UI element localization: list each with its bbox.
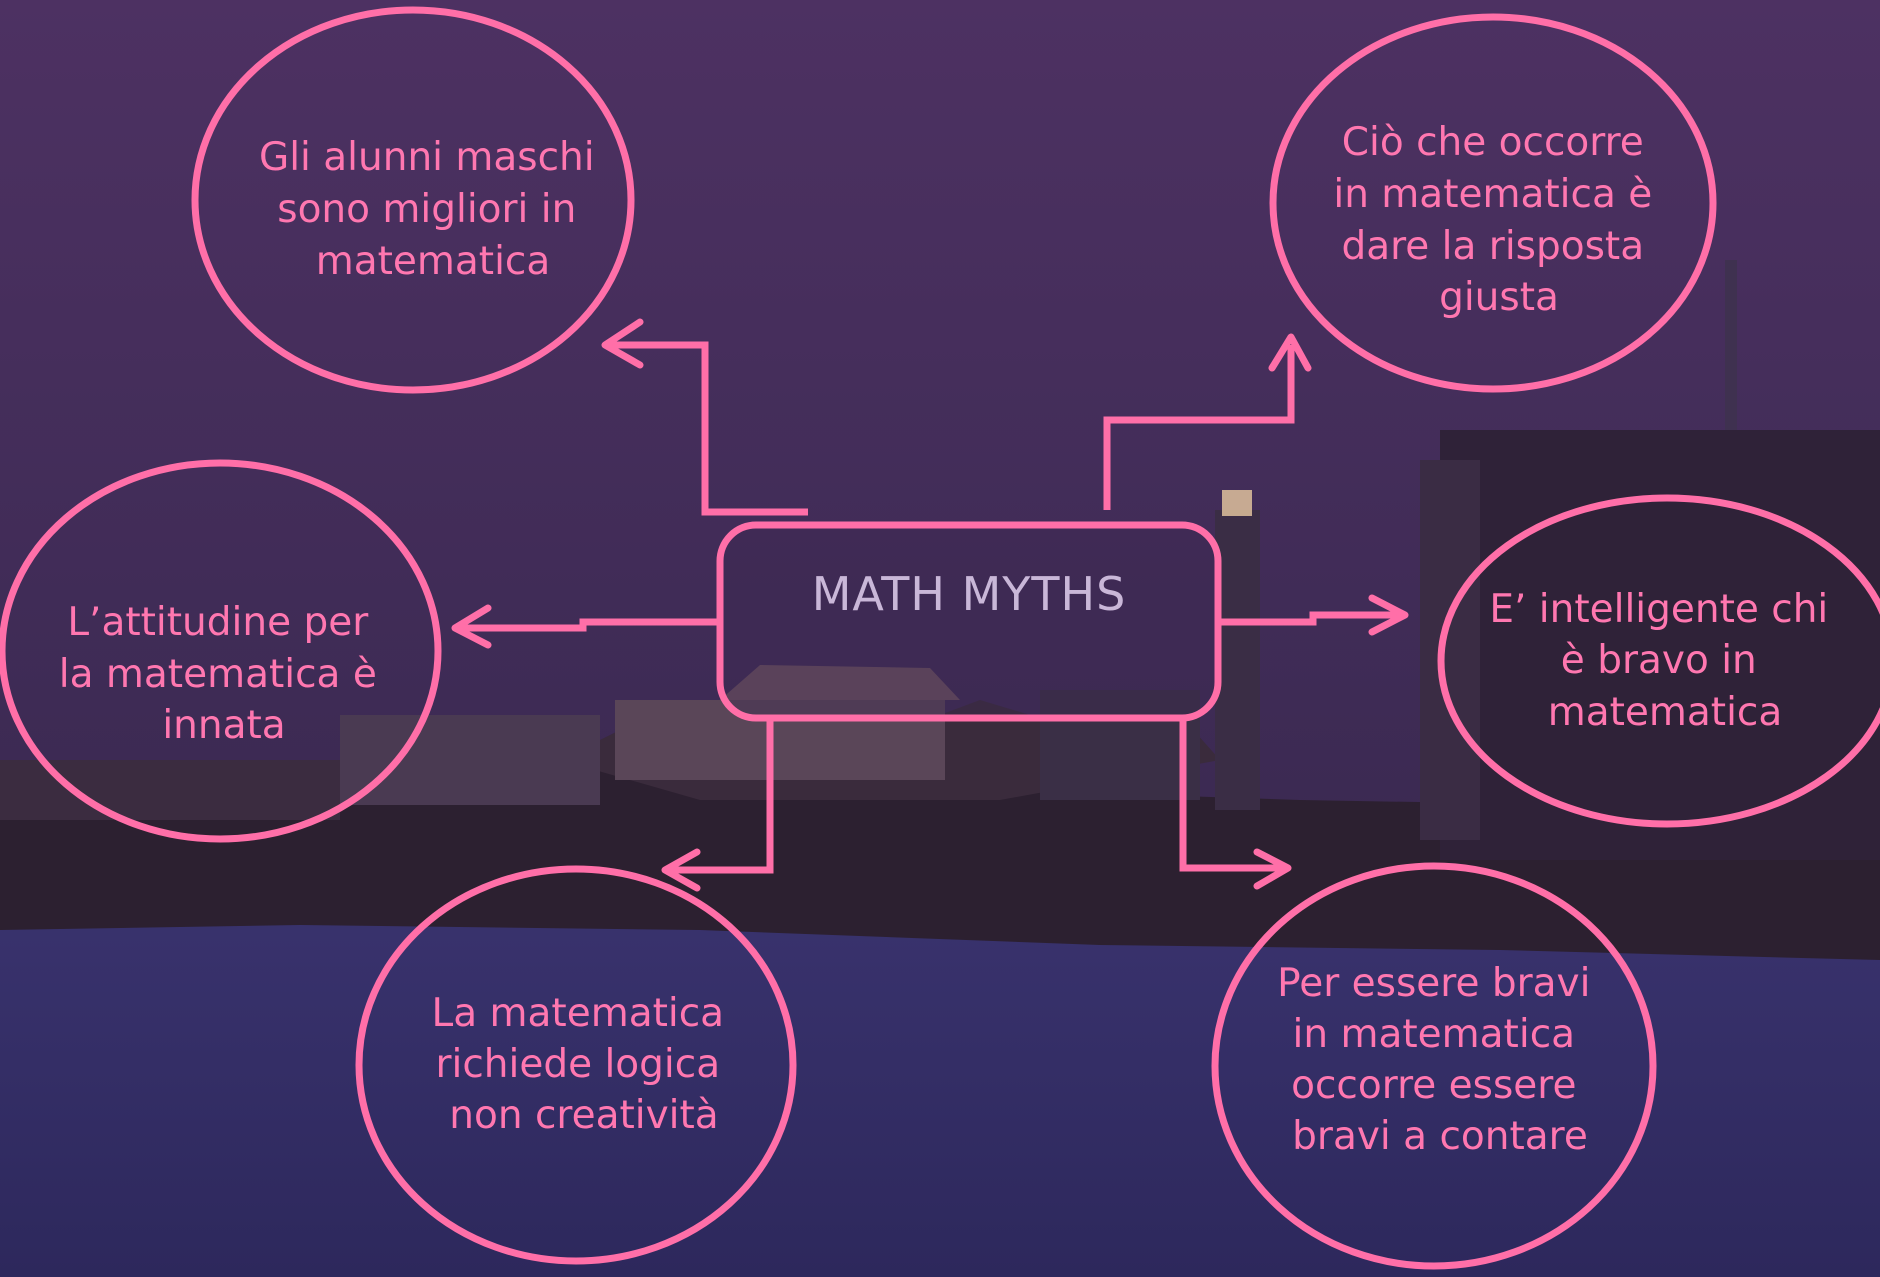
- connector-bottom-right: [1179, 718, 1284, 872]
- connector-middle-right: [1218, 611, 1400, 626]
- myth-bubble-bottom-right: Per essere bravi in matematica occorre e…: [1211, 862, 1657, 1270]
- myth-text: La matematica richiede logica non creati…: [432, 991, 737, 1138]
- central-node-box: [716, 521, 1222, 722]
- myth-bubble-bottom-left: La matematica richiede logica non creati…: [355, 865, 797, 1265]
- bubble-outline: [1437, 494, 1880, 828]
- connectors: [451, 318, 1409, 892]
- arrowhead-middle-right: [1368, 594, 1409, 636]
- myth-bubble-top-left: Gli alunni maschi sono migliori in matem…: [191, 6, 635, 394]
- arrowhead-bottom-left: [661, 848, 701, 892]
- bubble-outline: [0, 459, 442, 843]
- bubble-outline: [355, 865, 797, 1265]
- arrowhead-top-left: [601, 318, 644, 369]
- central-node-title: MATH MYTHS: [812, 567, 1127, 621]
- arrowhead-top-right: [1268, 333, 1312, 372]
- connector-top-left: [608, 341, 808, 516]
- myth-bubble-top-right: Ciò che occorre in matematica è dare la …: [1269, 13, 1717, 393]
- arrowhead-middle-left: [451, 604, 492, 649]
- connector-top-right: [1103, 345, 1295, 510]
- myth-text: Per essere bravi in matematica occorre e…: [1277, 961, 1603, 1159]
- bubble-outline: [1211, 862, 1657, 1270]
- myth-bubble-middle-right: E’ intelligente chi è bravo in matematic…: [1437, 494, 1880, 828]
- myth-text: L’attitudine per la matematica è innata: [59, 600, 389, 748]
- myth-text: Gli alunni maschi sono migliori in matem…: [259, 135, 607, 284]
- myth-text: Ciò che occorre in matematica è dare la …: [1333, 120, 1664, 320]
- connector-bottom-left: [668, 718, 774, 874]
- myth-bubble-middle-left: L’attitudine per la matematica è innata: [0, 459, 442, 843]
- bubble-outline: [191, 6, 635, 394]
- central-node: MATH MYTHS: [716, 521, 1222, 722]
- connector-middle-left: [458, 618, 720, 632]
- bubble-outline: [1269, 13, 1717, 393]
- arrowhead-bottom-right: [1253, 848, 1292, 890]
- myth-text: E’ intelligente chi è bravo in matematic…: [1489, 587, 1840, 735]
